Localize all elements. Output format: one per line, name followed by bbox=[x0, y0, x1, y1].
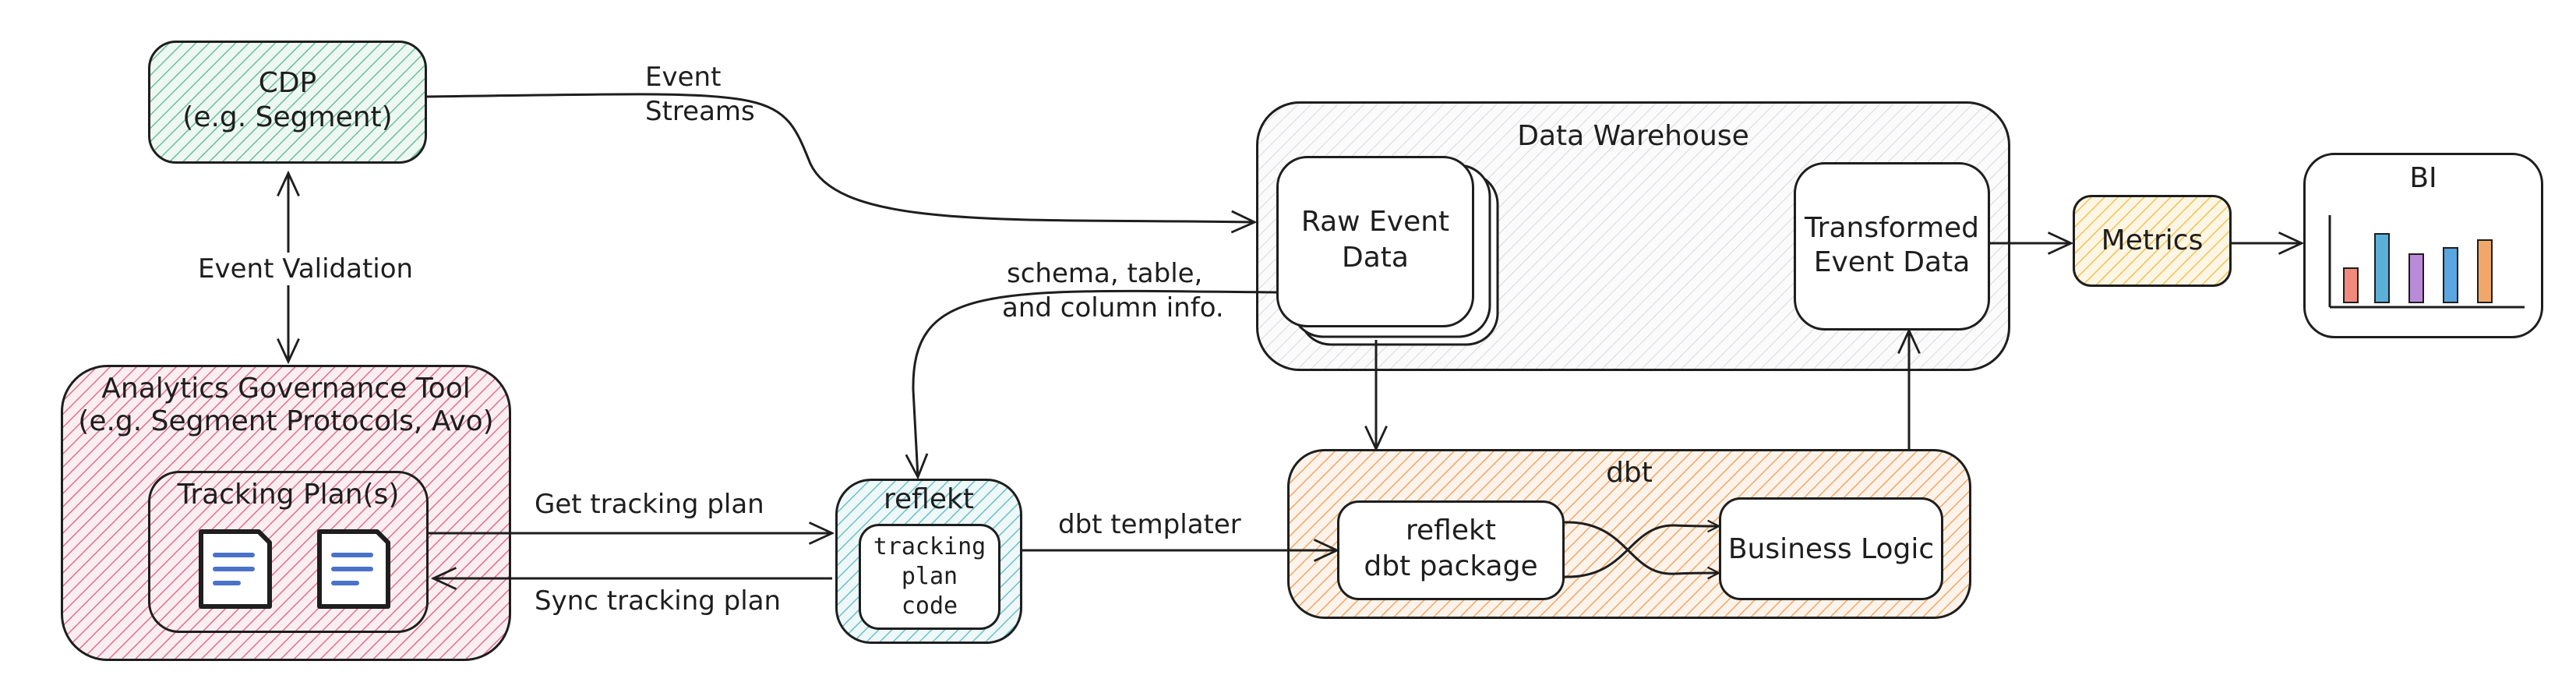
bar-chart-icon bbox=[2328, 215, 2525, 309]
reflekt-title: reflekt bbox=[884, 483, 974, 515]
reflekt-dbt-line-2: dbt package bbox=[1364, 550, 1538, 582]
transformed-line-2: Event Data bbox=[1813, 246, 1971, 278]
cdp-subtitle: (e.g. Segment) bbox=[182, 101, 393, 133]
governance-title: Analytics Governance Tool bbox=[101, 373, 471, 405]
event-streams-label-1: Event bbox=[645, 62, 722, 93]
raw-event-data-node: Raw Event Data bbox=[1276, 156, 1474, 327]
data-warehouse-title: Data Warehouse bbox=[1517, 120, 1749, 152]
data-warehouse-node: Data Warehouse bbox=[1256, 101, 2010, 371]
business-logic-label: Business Logic bbox=[1727, 533, 1935, 565]
schema-info-label-2: and column info. bbox=[1002, 292, 1224, 323]
governance-fill bbox=[61, 365, 511, 661]
transformed-event-data-node: Transformed Event Data bbox=[1794, 162, 1990, 331]
tracking-plans-title: Tracking Plan(s) bbox=[177, 479, 400, 511]
raw-event-line-1: Raw Event bbox=[1300, 206, 1450, 238]
reflekt-dbt-package-node: reflekt dbt package bbox=[1337, 500, 1565, 600]
cdp-fill bbox=[148, 41, 427, 164]
bi-title: BI bbox=[2409, 162, 2437, 194]
code-line-1: tracking bbox=[873, 533, 986, 560]
dbt-title: dbt bbox=[1606, 457, 1653, 489]
schema-info-label-1: schema, table, bbox=[1007, 258, 1203, 289]
governance-subtitle: (e.g. Segment Protocols, Avo) bbox=[78, 405, 494, 437]
get-plan-label: Get tracking plan bbox=[535, 489, 764, 520]
cdp-title: CDP bbox=[258, 67, 317, 99]
reflekt-dbt-line-1: reflekt bbox=[1406, 514, 1496, 546]
sync-plan-label: Sync tracking plan bbox=[535, 585, 782, 617]
event-validation-label: Event Validation bbox=[198, 253, 414, 285]
metrics-fill bbox=[2073, 195, 2232, 287]
raw-event-line-2: Data bbox=[1342, 242, 1409, 274]
document-icon bbox=[317, 529, 390, 609]
business-logic-node: Business Logic bbox=[1719, 497, 1943, 600]
document-icon bbox=[199, 529, 272, 609]
reflekt-node: reflekt bbox=[835, 479, 1022, 644]
bi-node: BI bbox=[2303, 153, 2543, 338]
metrics-label: Metrics bbox=[2101, 224, 2204, 256]
code-line-3: code bbox=[901, 592, 958, 620]
dbt-node: dbt bbox=[1287, 449, 1971, 619]
dbt-templater-label: dbt templater bbox=[1058, 509, 1241, 540]
cdp-node: CDP (e.g. Segment) bbox=[148, 41, 427, 164]
schema-info-arrow bbox=[913, 289, 1277, 477]
tracking-plan-code-node: tracking plan code bbox=[859, 524, 1000, 630]
event-streams-label-2: Streams bbox=[645, 96, 755, 127]
metrics-node: Metrics bbox=[2073, 195, 2232, 287]
governance-node: Analytics Governance Tool (e.g. Segment … bbox=[61, 365, 511, 661]
dbt-crossing-arrow-1 bbox=[1564, 521, 1719, 574]
tracking-plans-node: Tracking Plan(s) bbox=[148, 471, 429, 633]
transformed-line-1: Transformed bbox=[1804, 212, 1980, 244]
code-line-2: plan bbox=[901, 563, 958, 590]
event-streams-arrow bbox=[426, 93, 1254, 222]
dbt-crossing-arrow-2 bbox=[1564, 525, 1719, 578]
